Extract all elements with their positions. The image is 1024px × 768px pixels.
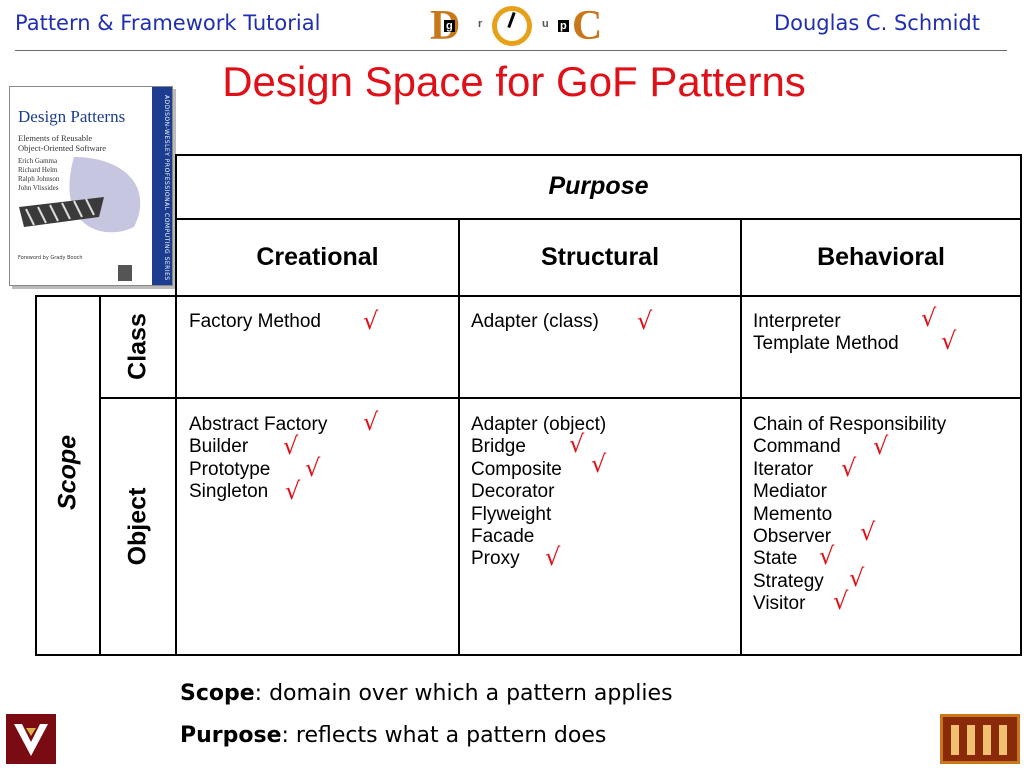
column-behavioral: Behavioral — [817, 243, 945, 271]
logo-letter-g: g — [444, 20, 455, 32]
check-mark: √ — [941, 327, 957, 355]
pattern-iterator: Iterator — [753, 459, 814, 480]
check-mark: √ — [873, 432, 889, 460]
pattern-factory-method: Factory Method — [189, 311, 321, 332]
book-cover-artwork — [19, 157, 141, 233]
check-mark: √ — [921, 304, 937, 332]
scope-term: Scope — [180, 681, 255, 706]
check-mark: √ — [591, 450, 607, 478]
purpose-term: Purpose — [180, 723, 282, 748]
logo-letter-p: p — [558, 20, 569, 32]
pattern-bridge: Bridge — [471, 436, 526, 457]
pattern-abstract-factory: Abstract Factory — [189, 414, 328, 435]
pattern-command: Command — [753, 436, 841, 457]
check-mark: √ — [637, 307, 653, 335]
pattern-template-method: Template Method — [753, 333, 899, 354]
pattern-adapter-object: Adapter (object) — [471, 414, 607, 435]
check-mark: √ — [833, 587, 849, 615]
slide-title: Design Space for GoF Patterns — [222, 58, 806, 105]
publisher-logo-icon — [118, 265, 132, 281]
cell-object-behavioral — [740, 397, 1022, 656]
header-author: Douglas C. Schmidt — [773, 11, 980, 35]
book-author: Ralph Johnson — [18, 175, 60, 183]
pattern-composite: Composite — [471, 459, 562, 480]
book-subtitle-2: Object-Oriented Software — [18, 143, 107, 153]
book-subtitle-1: Elements of Reusable — [18, 133, 93, 143]
vanderbilt-logo-icon — [6, 714, 56, 764]
isis-logo-icon — [940, 714, 1020, 764]
pattern-proxy: Proxy — [471, 548, 520, 569]
check-mark: √ — [569, 430, 585, 458]
pattern-singleton: Singleton — [189, 481, 269, 502]
pattern-flyweight: Flyweight — [471, 504, 552, 525]
book-spine-text: ADDISON-WESLEY PROFESSIONAL COMPUTING SE… — [163, 95, 170, 281]
purpose-header: Purpose — [548, 172, 649, 200]
book-author: Erich Gamma — [18, 157, 58, 165]
check-mark: √ — [849, 564, 865, 592]
book-author: Richard Helm — [18, 166, 58, 174]
pattern-chain-of-responsibility: Chain of Responsibility — [753, 414, 947, 435]
book-author: John Vlissides — [18, 184, 59, 192]
column-creational: Creational — [256, 243, 379, 271]
pattern-builder: Builder — [189, 436, 249, 457]
logo-letter-c: C — [572, 3, 603, 49]
pattern-memento: Memento — [753, 504, 833, 525]
pattern-interpreter: Interpreter — [753, 311, 841, 332]
book-foreword: Foreword by Grady Booch — [18, 255, 83, 261]
pattern-observer: Observer — [753, 526, 832, 547]
pattern-visitor: Visitor — [753, 593, 806, 614]
isis-lettermark-icon — [951, 725, 1007, 755]
vanderbilt-v-icon — [14, 724, 48, 756]
check-mark: √ — [841, 454, 857, 482]
scope-text: : domain over which a pattern applies — [254, 681, 673, 706]
header-tutorial-title: Pattern & Framework Tutorial — [15, 11, 321, 35]
header-divider — [15, 50, 1007, 51]
check-mark: √ — [363, 408, 379, 436]
pattern-adapter-class: Adapter (class) — [471, 311, 599, 332]
check-mark: √ — [860, 518, 876, 546]
check-mark: √ — [363, 307, 379, 335]
design-patterns-book-cover: ADDISON-WESLEY PROFESSIONAL COMPUTING SE… — [9, 86, 173, 286]
pattern-decorator: Decorator — [471, 481, 555, 502]
check-mark: √ — [305, 454, 321, 482]
doc-group-logo: D g r u p C — [430, 3, 603, 49]
pattern-prototype: Prototype — [189, 459, 271, 480]
purpose-text: : reflects what a pattern does — [281, 723, 607, 748]
check-mark: √ — [545, 543, 561, 571]
pattern-state: State — [753, 548, 798, 569]
book-title: Design Patterns — [18, 107, 126, 126]
purpose-definition: Purpose: reflects what a pattern does — [180, 723, 606, 748]
check-mark: √ — [285, 477, 301, 505]
column-structural: Structural — [540, 243, 660, 271]
logo-letter-r: r — [478, 18, 483, 30]
check-mark: √ — [819, 542, 835, 570]
check-mark: √ — [283, 432, 299, 460]
row-object: Object — [123, 487, 152, 566]
logo-letter-u: u — [542, 18, 549, 30]
book-spine — [152, 87, 172, 285]
scope-definition: Scope: domain over which a pattern appli… — [180, 681, 673, 706]
pattern-strategy: Strategy — [753, 571, 824, 592]
row-class: Class — [123, 313, 152, 380]
scope-header: Scope — [53, 434, 82, 511]
pattern-facade: Facade — [471, 526, 535, 547]
pattern-mediator: Mediator — [753, 481, 827, 502]
